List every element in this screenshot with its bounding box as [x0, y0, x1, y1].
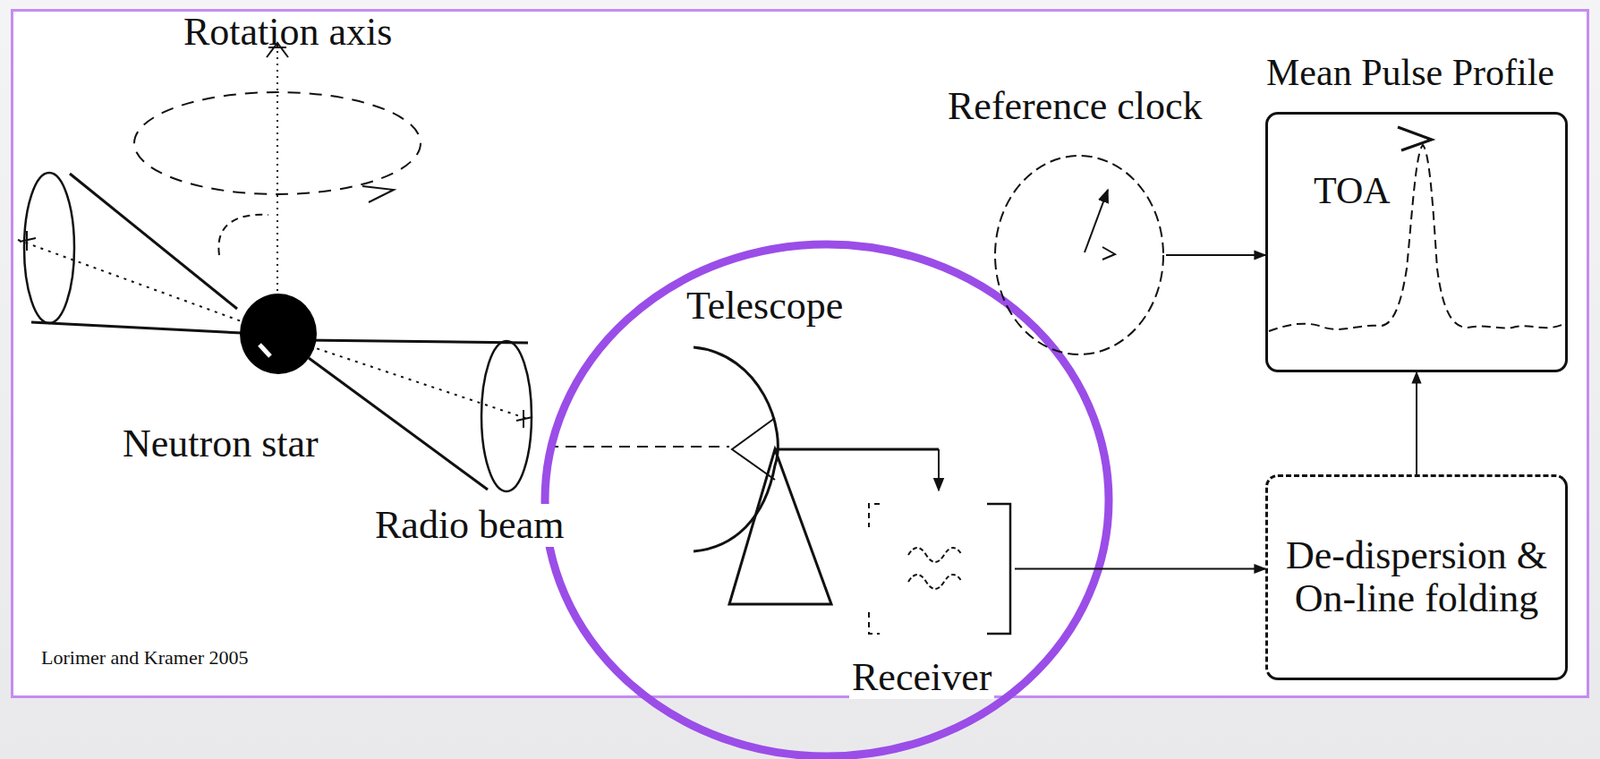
process-box: De-dispersion & On-line folding — [1265, 474, 1568, 681]
beam-cross — [19, 230, 36, 251]
rotation-axis — [276, 44, 279, 296]
node-label: De-dispersion & On-line folding — [1276, 534, 1557, 622]
axis-label: Rotation axis — [183, 10, 392, 54]
telescope-mount — [729, 449, 832, 605]
beam-ellipse — [24, 172, 75, 324]
part-label: Telescope — [683, 284, 846, 328]
clock-outline — [992, 153, 1166, 358]
spin-arc — [218, 214, 269, 256]
part-label: Radio beam — [372, 503, 567, 547]
spin-arrow — [362, 186, 394, 203]
signal-connector — [1165, 254, 1266, 256]
spin-ellipse — [134, 92, 421, 195]
receiver-box: Receiver — [861, 500, 1015, 638]
toa-marker — [1397, 127, 1432, 151]
beam-cross — [516, 409, 533, 428]
signal-path — [547, 445, 730, 448]
cable-arrow — [937, 449, 940, 491]
neutron-star — [239, 293, 317, 375]
signal-connector — [1415, 372, 1418, 475]
telescope-cable — [774, 448, 939, 452]
node-label: Mean Pulse Profile — [1266, 51, 1555, 94]
highlight-circle — [544, 244, 1109, 757]
pulse-profile — [1268, 144, 1565, 332]
clock-circle: Reference clock — [992, 153, 1166, 358]
clock-hand — [1102, 246, 1115, 260]
oscillator-symbol — [908, 547, 962, 589]
credit-note: Lorimer and Kramer 2005 — [41, 646, 249, 669]
part-label: Neutron star — [122, 422, 319, 466]
node-label: Receiver — [849, 655, 995, 699]
beam-axis — [286, 338, 528, 419]
signal-connector — [1014, 568, 1266, 571]
beam-cone — [31, 322, 242, 333]
receiver-outline — [861, 500, 1015, 638]
beam-cone — [308, 357, 488, 490]
beam-ellipse — [481, 340, 532, 492]
beam-cone — [304, 340, 528, 343]
beam-axis — [17, 239, 269, 332]
beam-cone — [69, 173, 238, 309]
node-sublabel: TOA — [1313, 170, 1391, 212]
profile-box: Mean Pulse ProfileTOA — [1265, 111, 1568, 373]
star-highlight — [259, 344, 271, 357]
telescope-dish — [693, 347, 778, 552]
clock-hand — [1084, 189, 1108, 253]
node-label: Reference clock — [947, 85, 1203, 128]
